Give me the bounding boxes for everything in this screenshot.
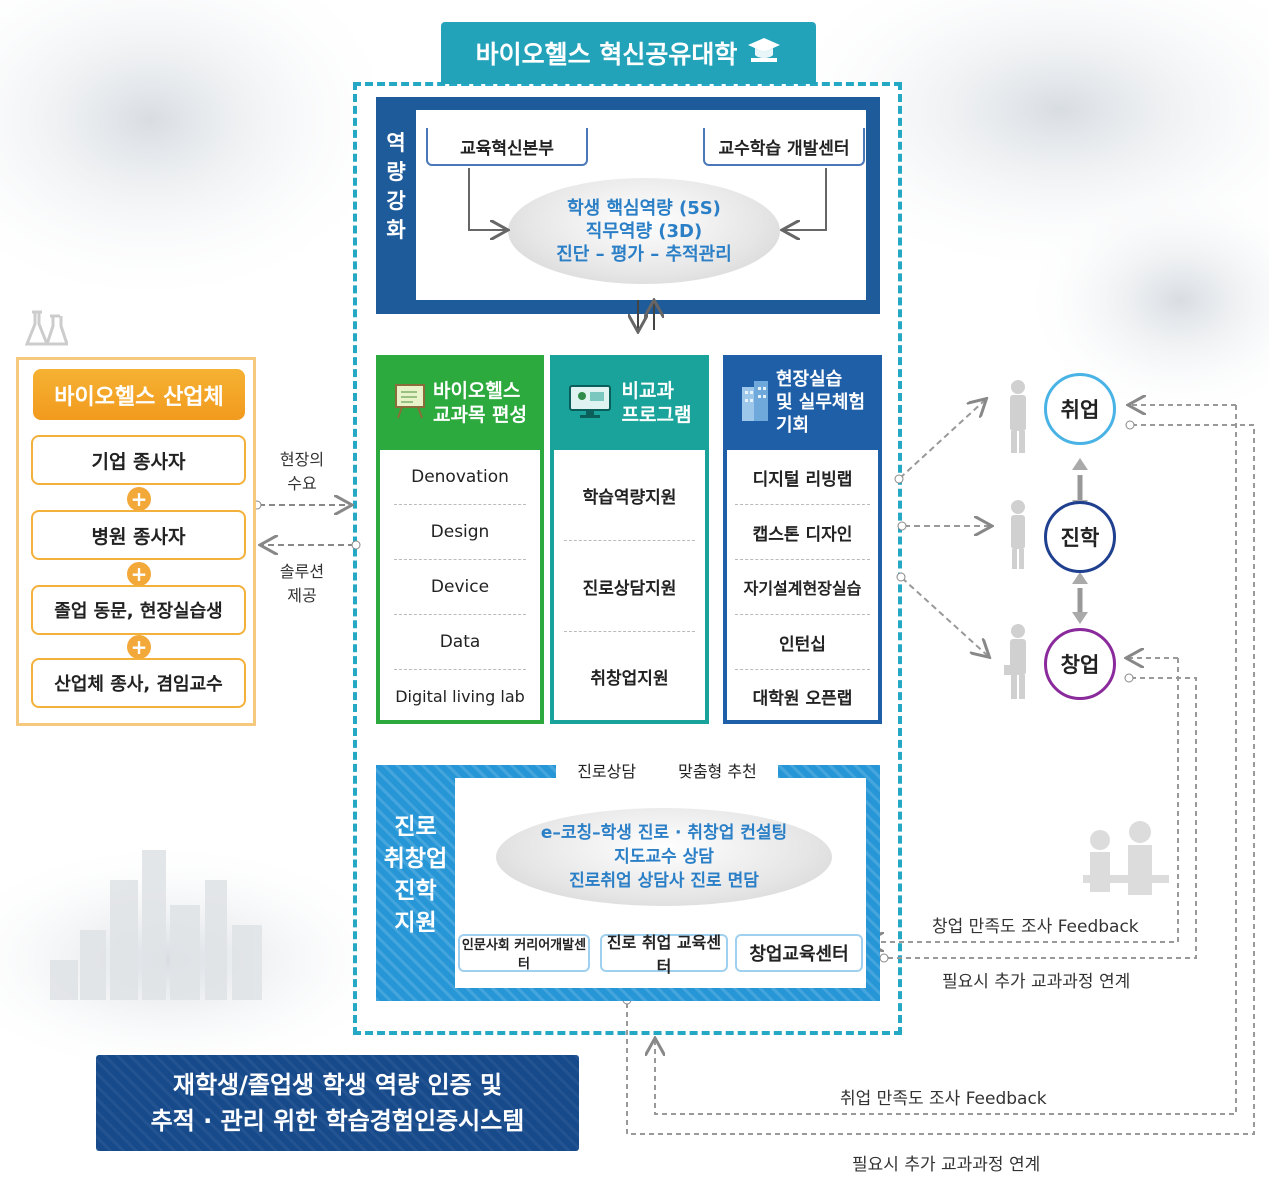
plus-icon: +	[127, 487, 151, 511]
vlabel-char: 강	[386, 189, 406, 213]
column-item: 학습역량지원	[564, 450, 695, 541]
humanities-career-center-box: 인문사회 커리어개발센터	[458, 934, 590, 972]
career-label-left: 진로상담	[577, 762, 637, 781]
column-item: 취창업지원	[590, 668, 669, 689]
column-item: 캡스톤 디자인	[735, 505, 870, 560]
business-person-icon	[1010, 380, 1026, 453]
ellipse-line: 진로취업 상담사 진로 면담	[569, 871, 759, 891]
column-heading-line: 바이오헬스	[432, 379, 521, 402]
vlabel-line: 진학	[394, 878, 437, 904]
flask-icon	[24, 308, 70, 354]
career-vertical-label: 진로 취창업 진학 지원	[378, 810, 453, 940]
column-header-curriculum: 바이오헬스 교과목 편성	[376, 355, 544, 450]
building-icon	[740, 379, 770, 427]
column-item: 자기설계현장실습	[735, 560, 870, 615]
column-item: 진로상담지원	[564, 541, 695, 632]
vlabel-line: 지원	[394, 910, 437, 936]
demand-line: 현장의	[279, 450, 325, 469]
entrepreneur-person-icon	[1004, 624, 1026, 699]
banner-line: 재학생/졸업생 학생 역량 인증 및	[172, 1071, 503, 1099]
plus-icon: +	[127, 635, 151, 659]
industry-title: 바이오헬스 산업체	[33, 369, 245, 420]
ellipse-line: 진단 – 평가 – 추적관리	[556, 243, 732, 265]
solution-label: 솔루션 제공	[276, 560, 328, 608]
industry-item: 기업 종사자	[31, 435, 246, 485]
vlabel-line: 진로	[394, 814, 437, 840]
teaching-learning-center-box: 교수학습 개발센터	[703, 128, 865, 166]
ellipse-line: 학생 핵심역량 (5S)	[567, 197, 721, 219]
vlabel-char: 화	[386, 218, 406, 242]
outcome-person-figures	[1004, 380, 1026, 699]
column-header-fieldwork: 현장실습 및 실무체험 기회	[723, 355, 882, 450]
competency-ellipse: 학생 핵심역량 (5S) 직무역량 (3D) 진단 – 평가 – 추적관리	[508, 178, 780, 284]
industry-item: 졸업 동문, 현장실습생	[31, 585, 246, 635]
plus-icon: +	[127, 562, 151, 586]
career-ellipse: e–코칭–학생 진로 · 취창업 컨설팅 지도교수 상담 진로취업 상담사 진로…	[496, 808, 832, 906]
graduation-cap-icon	[747, 36, 781, 70]
vlabel-char: 역	[386, 131, 406, 155]
outcome-startup-circle: 창업	[1044, 628, 1116, 700]
column-item: Design	[394, 505, 526, 560]
column-item: 디지털 리빙랩	[735, 450, 870, 505]
solution-line: 제공	[287, 586, 317, 605]
demand-line: 수요	[287, 474, 317, 493]
vlabel-line: 취창업	[383, 846, 448, 872]
employment-feedback-label: 취업 만족도 조사 Feedback	[840, 1089, 1047, 1109]
career-education-center-box: 진로 취업 교육센터	[600, 933, 728, 976]
vlabel-char: 량	[386, 160, 406, 184]
outcome-employment-circle: 취업	[1044, 373, 1116, 445]
meeting-people-icon	[1083, 821, 1169, 895]
outcome-graduate-school-circle: 진학	[1044, 501, 1116, 573]
ellipse-line: 직무역량 (3D)	[585, 220, 703, 242]
student-person-icon	[1011, 500, 1025, 569]
solution-line: 솔루션	[279, 562, 325, 581]
city-skyline-icon	[50, 850, 262, 1000]
competency-vertical-label: 역 량 강 화	[376, 112, 416, 262]
startup-feedback-label: 창업 만족도 조사 Feedback	[932, 917, 1139, 937]
industry-item: 산업체 종사, 겸임교수	[31, 658, 246, 708]
column-item: Denovation	[394, 450, 526, 505]
column-item: Device	[394, 560, 526, 615]
column-header-extracurricular: 비교과 프로그램	[550, 355, 709, 450]
employment-link-label: 필요시 추가 교과과정 연계	[852, 1155, 1041, 1175]
ellipse-line: e–코칭–학생 진로 · 취창업 컨설팅	[540, 823, 788, 843]
column-heading-line: 프로그램	[621, 403, 692, 426]
column-item: 대학원 오픈랩	[752, 688, 853, 709]
banner-line: 추적 · 관리 위한 학습경험인증시스템	[150, 1107, 525, 1135]
column-heading-line: 비교과	[621, 379, 674, 402]
startup-link-label: 필요시 추가 교과과정 연계	[942, 972, 1131, 992]
column-heading-line: 교과목 편성	[432, 403, 527, 426]
chalkboard-icon	[393, 382, 427, 424]
column-item: Digital living lab	[395, 686, 525, 706]
column-heading-line: 기회	[775, 415, 810, 436]
learning-certification-banner: 재학생/졸업생 학생 역량 인증 및 추적 · 관리 위한 학습경험인증시스템	[96, 1055, 579, 1151]
career-top-label: 진로상담 맞춤형 추천	[556, 754, 778, 786]
career-label-right: 맞춤형 추천	[678, 762, 757, 781]
column-body-fieldwork: 디지털 리빙랩 캡스톤 디자인 자기설계현장실습 인턴십 대학원 오픈랩	[723, 450, 882, 724]
column-heading-line: 현장실습	[775, 369, 843, 390]
column-body-extracurricular: 학습역량지원 진로상담지원 취창업지원	[550, 450, 709, 724]
title-banner: 바이오헬스 혁신공유대학	[441, 22, 816, 84]
column-item: Data	[394, 615, 526, 670]
startup-education-center-box: 창업교육센터	[735, 934, 863, 972]
column-heading-line: 및 실무체험	[775, 392, 866, 413]
industry-item: 병원 종사자	[31, 510, 246, 560]
ellipse-line: 지도교수 상담	[614, 847, 714, 867]
title-text: 바이오헬스 혁신공유대학	[475, 40, 738, 69]
column-body-curriculum: Denovation Design Device Data Digital li…	[376, 450, 544, 724]
education-innovation-office-box: 교육혁신본부	[426, 128, 588, 166]
monitor-icon	[568, 383, 612, 423]
demand-label: 현장의 수요	[276, 448, 328, 496]
column-item: 인턴십	[735, 615, 870, 670]
